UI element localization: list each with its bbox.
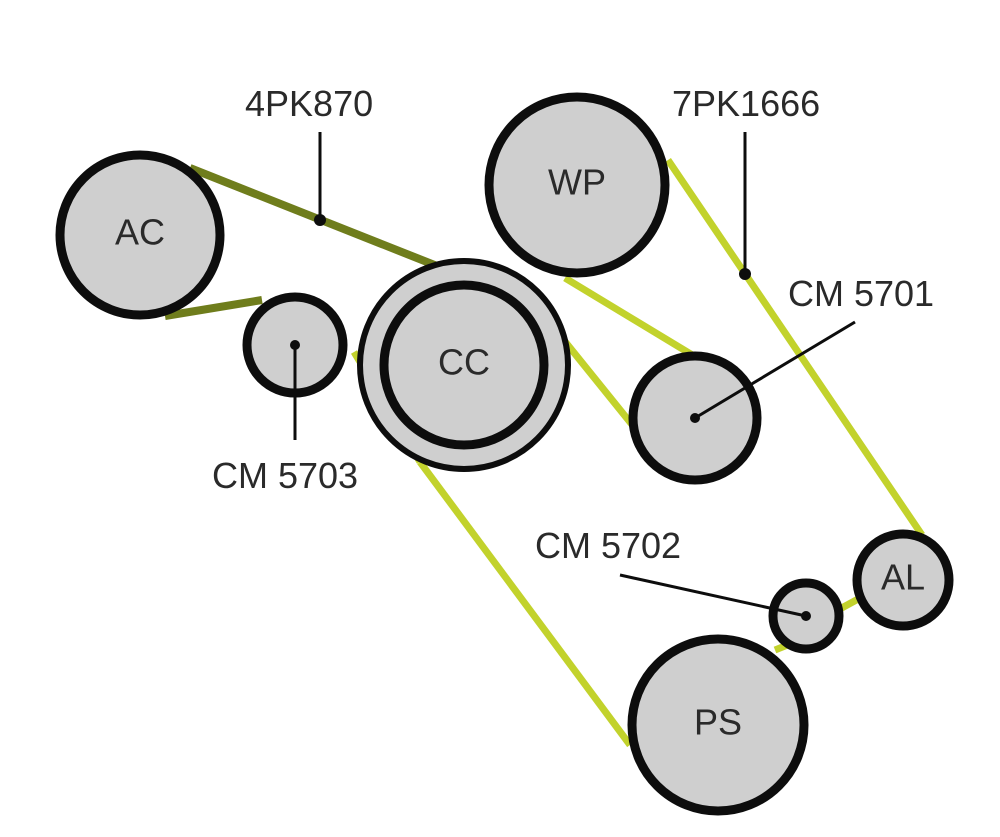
pulley-cc: CC [357,258,571,472]
label-cm5701: CM 5701 [788,273,934,314]
pulley-al: AL [852,529,954,631]
belt-7pk-segment-cc-ps [417,459,633,748]
pulley-ps: PS [627,634,809,816]
label-7pk1666: 7PK1666 [672,83,820,124]
leaders [293,132,856,618]
belt-4pk-segment-ac-cm5703 [164,296,263,320]
pulley-ac: AC [55,150,225,320]
label-4pk870: 4PK870 [245,83,373,124]
pulley-wp: WP [484,92,670,278]
leader-cm5701 [694,320,856,420]
label-cm5702: CM 5702 [535,525,681,566]
belt-7pk-segment-wp-al [665,158,925,537]
leader-cm5702 [619,573,807,618]
pulley-cc-label: CC [438,342,490,383]
pulley-ps-label: PS [694,702,742,743]
belt-7pk-segment-wp-cm5701 [563,275,696,359]
label-cm5703: CM 5703 [212,455,358,496]
leader-7pk1666-dot [739,268,751,280]
leader-4pk870-dot [314,214,326,226]
pulley-wp-label: WP [548,162,606,203]
pulley-ac-label: AC [115,212,165,253]
pulley-al-label: AL [881,557,925,598]
